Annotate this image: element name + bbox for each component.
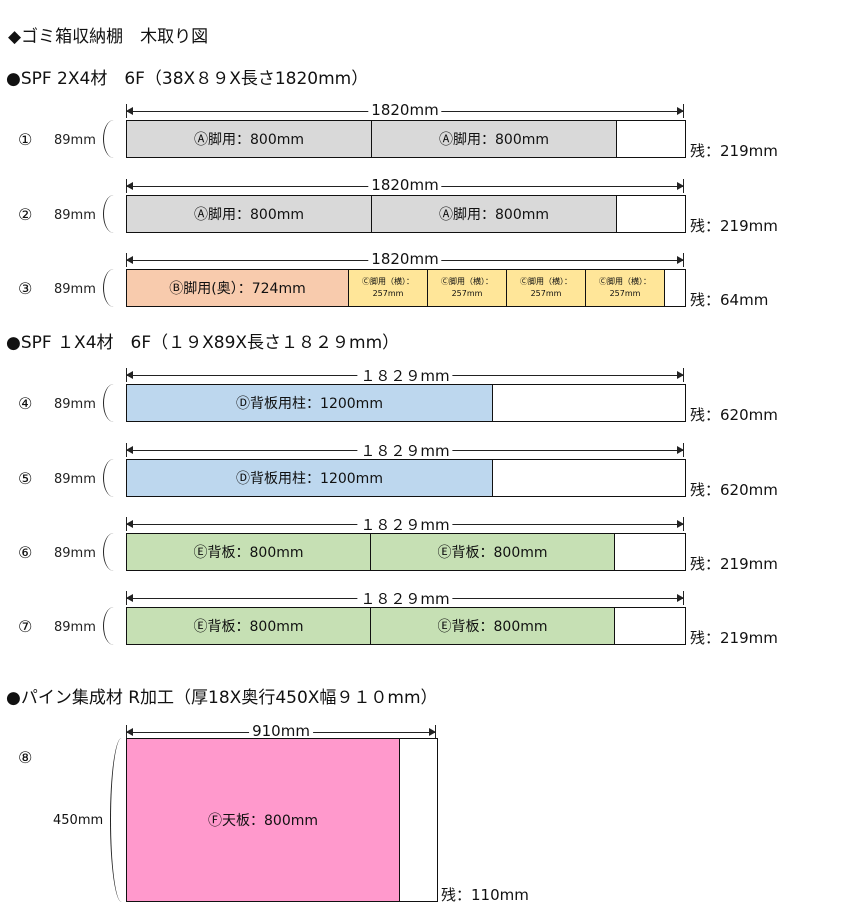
row-number: ⑧: [18, 748, 33, 767]
row-number: ④: [18, 394, 33, 413]
remainder-label: 残：219mm: [690, 217, 778, 235]
cut-piece: Ⓓ背板用柱：1200mm: [127, 460, 493, 496]
board-width-label: 89mm: [54, 546, 96, 561]
height-bracket: [110, 738, 133, 902]
dimension-line: １８２９mm: [126, 514, 684, 535]
board-width-label: 89mm: [54, 472, 96, 487]
board-width-label: 89mm: [54, 620, 96, 635]
remainder-label: 残：219mm: [690, 629, 778, 647]
width-bracket: [103, 459, 124, 497]
row-number: ②: [18, 205, 33, 224]
row-number: ⑤: [18, 469, 33, 488]
remainder-label: 残：219mm: [690, 142, 778, 160]
width-bracket: [103, 120, 124, 158]
dimension-line: １８２９mm: [126, 365, 684, 386]
width-bracket: [103, 384, 124, 422]
cut-piece: Ⓒ脚用（横）：257mm: [586, 270, 665, 306]
cut-piece: Ⓔ背板：800mm: [127, 608, 371, 644]
dimension-line: １８２９mm: [126, 440, 684, 461]
cut-piece: Ⓔ背板：800mm: [371, 608, 615, 644]
cut-piece: Ⓒ脚用（横）：257mm: [349, 270, 428, 306]
row-number: ⑥: [18, 543, 33, 562]
width-bracket: [103, 533, 124, 571]
remainder-label: 残：620mm: [690, 481, 778, 499]
cut-piece: Ⓒ脚用（横）：257mm: [507, 270, 586, 306]
dimension-line: １８２９mm: [126, 588, 684, 609]
remainder-label: 残：110mm: [441, 886, 529, 904]
panel-piece: Ⓕ天板：800mm: [127, 739, 400, 901]
width-bracket: [103, 195, 124, 233]
remainder-label: 残：620mm: [690, 406, 778, 424]
dimension-label: 910mm: [249, 722, 313, 740]
width-bracket: [103, 269, 124, 307]
panel-board: Ⓕ天板：800mm: [126, 738, 438, 902]
cut-piece: Ⓑ脚用(奥）：724mm: [127, 270, 349, 306]
dimension-line: 1820mm: [126, 250, 684, 268]
cut-piece: Ⓐ脚用：800mm: [127, 196, 372, 232]
section-heading-pine: ●パイン集成材 R加工（厚18X奥行450X幅９１０mm）: [6, 688, 438, 708]
board: Ⓓ背板用柱：1200mm: [126, 384, 686, 422]
dimension-line: 1820mm: [126, 176, 684, 194]
dimension-label: １８２９mm: [357, 365, 453, 386]
remainder-label: 残：64mm: [690, 291, 769, 309]
board-width-label: 89mm: [54, 133, 96, 148]
dimension-label: １８２９mm: [357, 440, 453, 461]
cut-piece: Ⓒ脚用（横）：257mm: [428, 270, 507, 306]
cut-piece: Ⓓ背板用柱：1200mm: [127, 385, 493, 421]
dimension-label: 1820mm: [368, 101, 442, 119]
dimension-label: 1820mm: [368, 250, 442, 268]
board-width-label: 89mm: [54, 208, 96, 223]
board-width-label: 89mm: [54, 397, 96, 412]
board: Ⓓ背板用柱：1200mm: [126, 459, 686, 497]
row-number: ⑦: [18, 617, 33, 636]
section-heading-2x4: ●SPF 2X4材 6F（38X８９X長さ1820mm）: [6, 69, 369, 89]
cut-piece: Ⓔ背板：800mm: [371, 534, 615, 570]
dimension-label: １８２９mm: [357, 514, 453, 535]
cut-piece: Ⓐ脚用：800mm: [372, 121, 617, 157]
dimension-line: 1820mm: [126, 101, 684, 119]
cut-piece: Ⓔ背板：800mm: [127, 534, 371, 570]
width-bracket: [103, 607, 124, 645]
page-title: ◆ゴミ箱収納棚 木取り図: [8, 27, 209, 47]
row-number: ③: [18, 279, 33, 298]
dimension-label: 1820mm: [368, 176, 442, 194]
section-heading-1x4: ●SPF １X4材 6F（１９X89X長さ１８２９mm）: [6, 333, 400, 353]
cut-piece: Ⓐ脚用：800mm: [127, 121, 372, 157]
remainder-label: 残：219mm: [690, 555, 778, 573]
cut-piece: Ⓐ脚用：800mm: [372, 196, 617, 232]
panel-height-label: 450mm: [53, 813, 104, 828]
row-number: ①: [18, 130, 33, 149]
board-width-label: 89mm: [54, 282, 96, 297]
dimension-label: １８２９mm: [357, 588, 453, 609]
dimension-line: 910mm: [126, 722, 436, 740]
